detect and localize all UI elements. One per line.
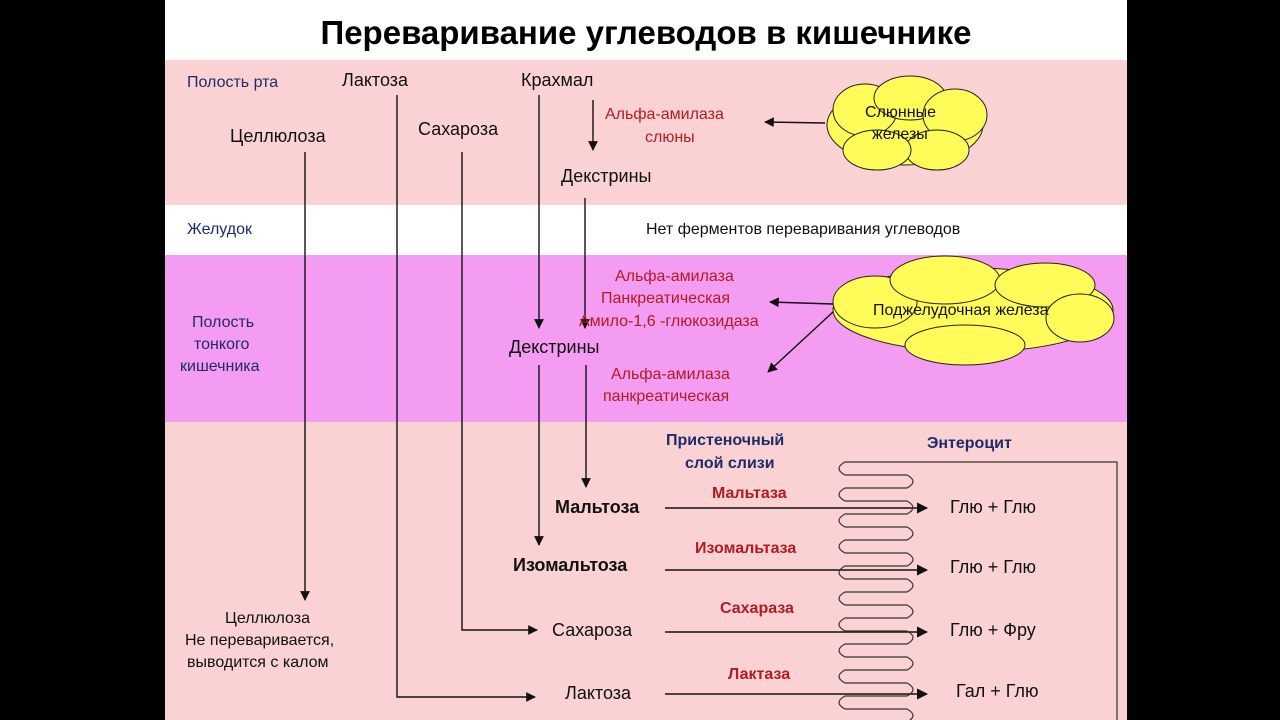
enterocyte-microvilli xyxy=(838,461,914,720)
slide: Переваривание углеводов в кишечнике Поло… xyxy=(165,0,1127,720)
stomach-note: Нет ферментов переваривания углеводов xyxy=(646,221,961,238)
arrow-glands-to-amylase xyxy=(764,117,826,128)
salivary-glands-cloud xyxy=(826,75,988,171)
reaction-enzyme-sucrase: Сахараза xyxy=(720,600,794,617)
substrate-cellulose: Целлюлоза xyxy=(230,126,326,146)
reaction-substrate-sucrose: Сахароза xyxy=(552,620,633,640)
substrate-lactose: Лактоза xyxy=(342,70,409,90)
arrow-pancreas-to-top-enzymes xyxy=(769,297,834,308)
enterocyte-outline xyxy=(907,461,1118,720)
mucus-layer-label-2: слой слизи xyxy=(685,455,775,472)
zone-label-intestine-1: Полость xyxy=(192,314,255,331)
reaction-enzyme-maltase: Мальтаза xyxy=(712,485,787,502)
page-title: Переваривание углеводов в кишечнике xyxy=(320,14,972,51)
reaction-products-lactose: Гал + Глю xyxy=(956,681,1039,701)
reaction-substrate-isomaltose: Изомальтоза xyxy=(513,555,628,575)
arrow-sucrose-path xyxy=(461,152,538,635)
substrate-starch: Крахмал xyxy=(521,70,594,90)
reaction-enzyme-lactase: Лактаза xyxy=(728,666,791,683)
enzyme-salivary-amylase-1: Альфа-амилаза xyxy=(605,106,724,123)
arrow-lactose-path xyxy=(396,95,536,702)
reaction-products-sucrose: Глю + Фру xyxy=(950,620,1036,640)
enzyme-pancreatic-top-2: Панкреатическая xyxy=(601,290,730,307)
title-band xyxy=(165,0,1127,60)
enzyme-salivary-amylase-2: слюны xyxy=(645,129,695,146)
lumen-band xyxy=(165,422,1127,720)
substrate-sucrose: Сахароза xyxy=(418,119,499,139)
pancreas-label: Поджелудочная железа xyxy=(873,302,1049,319)
substrate-dextrins-intestine: Декстрины xyxy=(509,337,600,357)
cellulose-note-2: Не переваривается, xyxy=(185,632,335,649)
enzyme-pancreatic-bottom-1: Альфа-амилаза xyxy=(611,366,730,383)
arrow-pancreas-to-bottom-enzymes xyxy=(767,311,834,373)
enzyme-pancreatic-top-1: Альфа-амилаза xyxy=(615,268,734,285)
zone-label-intestine-2: тонкого xyxy=(194,336,250,353)
pancreas-cloud xyxy=(832,255,1115,366)
enzyme-pancreatic-top-3: Амило-1,6 -глюкозидаза xyxy=(579,313,759,330)
reaction-substrate-lactose: Лактоза xyxy=(565,683,632,703)
zone-label-mouth: Полость рта xyxy=(187,74,279,91)
diagram-graphics xyxy=(300,75,1118,720)
salivary-glands-label-1: Слюнные xyxy=(865,104,936,121)
substrate-dextrins-mouth: Декстрины xyxy=(561,166,652,186)
enterocyte-label: Энтероцит xyxy=(927,435,1012,452)
salivary-glands-label-2: железы xyxy=(872,126,928,143)
enzyme-pancreatic-bottom-2: панкреатическая xyxy=(603,388,730,405)
cellulose-note-1: Целлюлоза xyxy=(225,610,310,627)
reaction-products-isomaltose: Глю + Глю xyxy=(950,557,1036,577)
mucus-layer-label-1: Пристеночный xyxy=(666,432,785,449)
stomach-band xyxy=(165,205,1127,255)
zone-label-intestine-3: кишечника xyxy=(180,358,260,375)
reaction-substrate-maltose: Мальтоза xyxy=(555,497,640,517)
reaction-products-maltose: Глю + Глю xyxy=(950,497,1036,517)
cellulose-note-3: выводится с калом xyxy=(187,654,329,671)
reaction-enzyme-isomaltase: Изомальтаза xyxy=(695,540,797,557)
zone-label-stomach: Желудок xyxy=(187,221,252,238)
